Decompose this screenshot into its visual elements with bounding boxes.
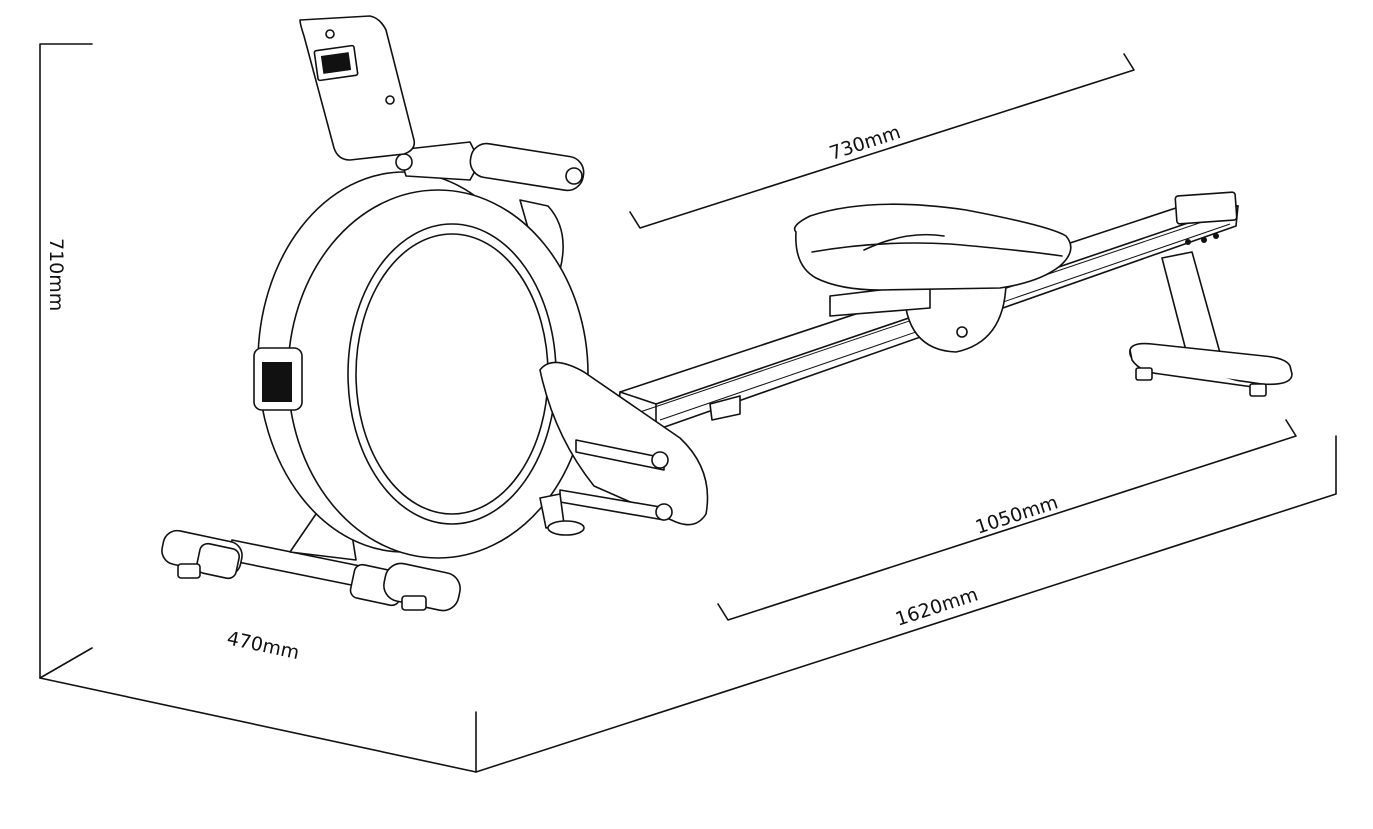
console-arm bbox=[395, 141, 585, 192]
width-label: 470mm bbox=[225, 627, 301, 664]
seat-travel-label: 730mm bbox=[827, 121, 904, 165]
dimension-line-730 bbox=[629, 53, 1135, 229]
console-display bbox=[299, 15, 416, 161]
dimension-frame bbox=[39, 43, 1337, 773]
rail-length-label: 1050mm bbox=[973, 491, 1061, 538]
rear-leg bbox=[1129, 251, 1293, 397]
flywheel-housing bbox=[253, 171, 589, 559]
front-stabiliser bbox=[161, 513, 461, 612]
seat bbox=[793, 203, 1072, 353]
dimension-line-1050 bbox=[717, 419, 1297, 621]
height-label: 710mm bbox=[45, 238, 67, 311]
footrest bbox=[539, 361, 709, 536]
